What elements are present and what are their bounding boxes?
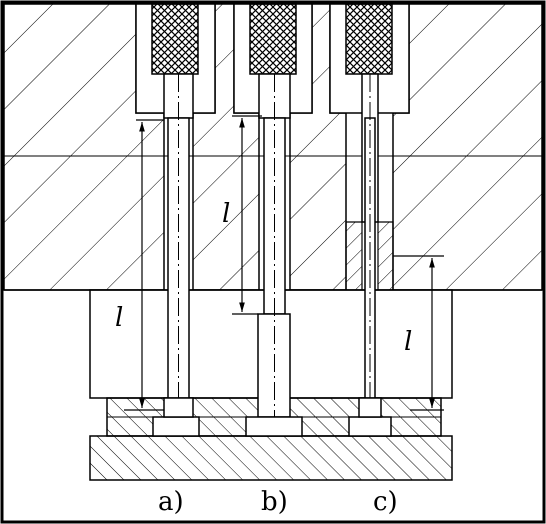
dimension-symbol-b: l <box>222 199 230 229</box>
knurled-head-c <box>345 3 393 75</box>
ejector-pin-b <box>245 73 303 437</box>
dimension-symbol-c: l <box>404 327 412 357</box>
sleeve-insert-right <box>377 221 394 291</box>
ejector-pin-a <box>152 73 200 437</box>
panel-label-c: c) <box>373 487 398 517</box>
dimension-line-c <box>393 255 444 411</box>
dimension-line-a <box>124 119 164 411</box>
ejector-pin-c <box>348 73 392 437</box>
dimension-line-b <box>232 115 262 315</box>
knurled-head-a <box>151 3 199 75</box>
panel-label-a: a) <box>158 487 184 517</box>
dimension-symbol-a: l <box>115 303 123 333</box>
sleeve-insert-left <box>345 221 363 291</box>
knurled-head-b <box>249 3 297 75</box>
panel-label-b: b) <box>261 487 288 517</box>
knurled-heads <box>151 3 393 75</box>
ejector-base-plate <box>89 435 453 481</box>
